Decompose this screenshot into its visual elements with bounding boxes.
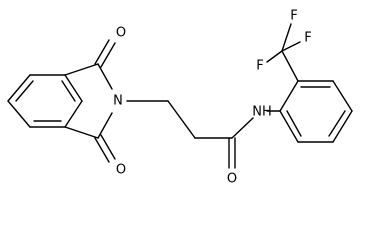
bond [97,112,113,139]
bond [281,50,299,82]
bond [286,110,302,137]
bond [64,63,99,76]
bond [281,23,292,52]
phthalimide-benzene-ring [7,74,83,128]
bond [332,110,353,143]
bond [279,80,299,112]
atom-label-oxygen-bottom: O [116,163,126,178]
atom-label-fluorine-top: F [290,9,297,24]
bond [167,100,196,139]
anilide-phenyl-ring [266,80,353,143]
bond [94,39,110,65]
bond [100,134,116,160]
bond [97,63,113,90]
bond [281,41,301,52]
atom-label-oxygen-amide: O [227,172,237,187]
propanamide-chain [126,100,254,169]
bond [7,74,31,102]
bond [100,42,116,68]
atom-label-nh-amide: NH [252,105,272,120]
bond [64,126,99,139]
bond [231,117,254,139]
atom-label-nitrogen-imide: N [113,94,123,109]
bond [266,50,283,63]
bond [279,110,299,143]
trifluoromethyl-group [266,23,301,82]
imide-ring [64,39,116,163]
bond [328,110,346,137]
molecule-structure-diagram: O O N NH O F F F [7,9,353,187]
bond [332,80,353,112]
bond [94,137,110,163]
bond [64,74,83,102]
bond [61,80,76,102]
atom-label-fluorine-left: F [256,59,263,74]
atom-label-oxygen-top: O [116,26,126,41]
bond [7,100,31,128]
bond [64,100,83,128]
bond [15,80,34,102]
atom-label-fluorine-right: F [304,31,311,46]
